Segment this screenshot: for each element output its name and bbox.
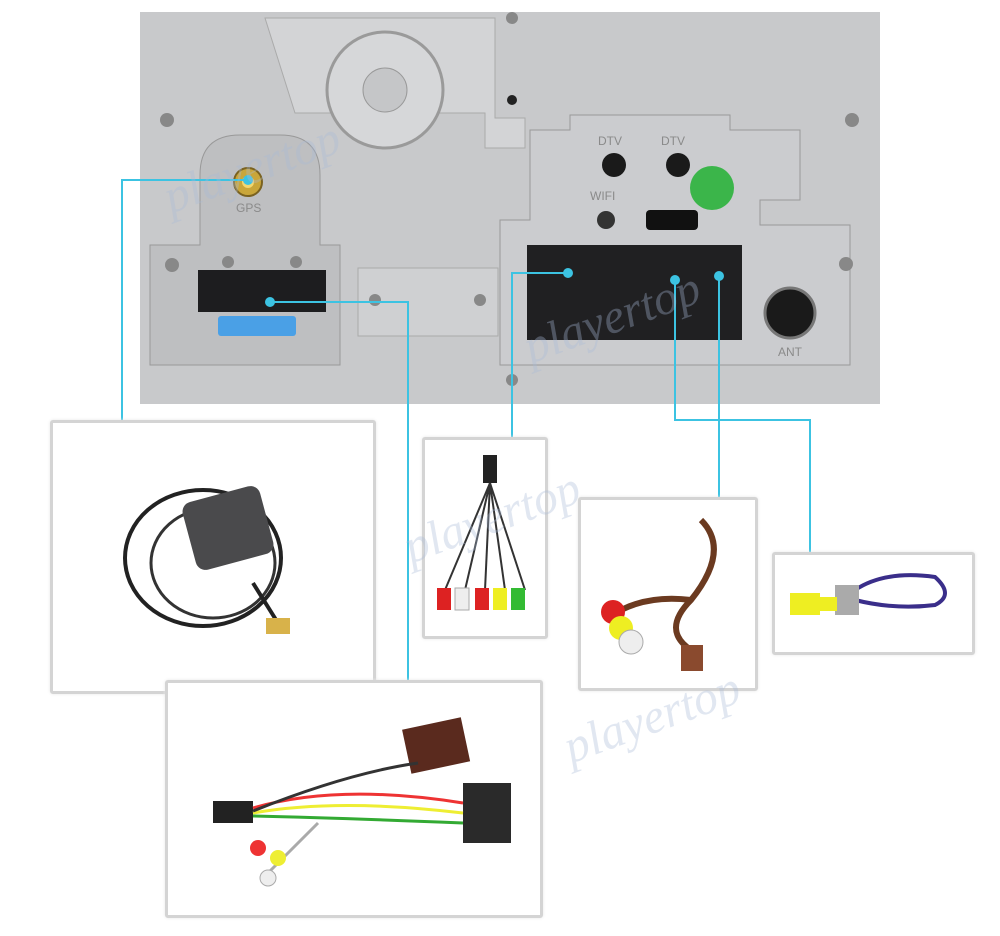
qc-sticker	[690, 166, 734, 210]
main-connector	[198, 270, 326, 312]
dtv-label-2: DTV	[661, 134, 685, 148]
fuse	[218, 316, 296, 336]
camera-cable-box	[772, 552, 975, 655]
gps-label: GPS	[236, 201, 261, 215]
dtv-port-1	[602, 153, 626, 177]
leader-lines	[121, 179, 811, 680]
rca-cable-image	[437, 455, 526, 611]
wifi-label: WIFI	[590, 189, 615, 203]
gps-antenna-image	[123, 486, 290, 634]
gps-antenna-box	[50, 420, 376, 694]
av-cable-image	[601, 517, 717, 671]
dtv-port-2	[666, 153, 690, 177]
multi-connector-block	[527, 245, 742, 340]
rca-cable-box	[422, 437, 548, 639]
av-cable-box	[578, 497, 758, 691]
camera-cable-image	[790, 573, 947, 615]
radio-antenna-port	[763, 286, 817, 340]
power-harness-box	[165, 680, 543, 918]
dtv-label-1: DTV	[598, 134, 622, 148]
ant-label: ANT	[778, 345, 803, 359]
power-harness-image	[213, 717, 511, 887]
wifi-port	[597, 211, 615, 229]
